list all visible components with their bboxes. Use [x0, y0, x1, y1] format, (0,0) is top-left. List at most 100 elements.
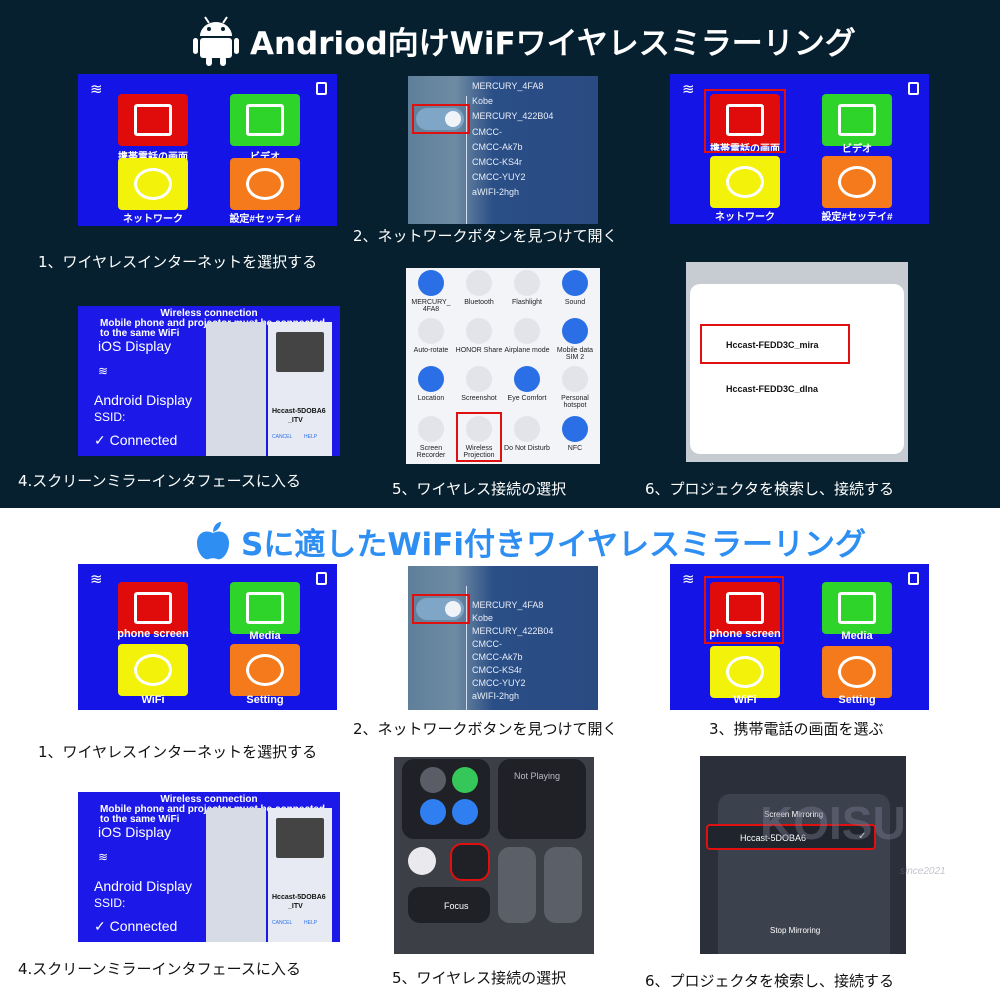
network-row: Kobe [472, 96, 494, 106]
help-label: HELP [304, 920, 318, 926]
setting-tile [822, 646, 892, 698]
ios-step6-screen-mirroring: Screen Mirroring Hccast-5DOBA6 ✓ Stop Mi… [700, 756, 906, 954]
qs-hotspot: Personal hotspot [550, 366, 600, 409]
wireless-title: Wireless connection [160, 794, 258, 805]
android-step2-caption: 2、ネットワークボタンを見つけて開く [353, 227, 618, 245]
screen-mirroring-icon [450, 843, 490, 881]
qs-location: Location [406, 366, 456, 402]
android-step5-caption: 5、ワイヤレス接続の選択 [392, 480, 567, 498]
tile-label: Media [249, 630, 281, 642]
network-tile [118, 158, 188, 210]
qs-nfc: NFC [550, 416, 600, 452]
android-step6-caption: 6、プロジェクタを検索し、接続する [645, 480, 894, 498]
android-step1-screen: ≋ 携帯電話の画面 ビデオ ネットワーク 設定#セッテイ# [78, 74, 337, 226]
qs-honor-share: HONOR Share [454, 318, 504, 354]
tile-label: 携帯電話の画面 [710, 144, 780, 155]
android-step5-quick-settings: MERCURY_ 4FA8 Bluetooth Flashlight Sound… [406, 268, 600, 464]
battery-icon [908, 572, 919, 585]
now-playing-block [498, 759, 586, 839]
play-icon [246, 104, 284, 136]
screen-mirroring-title: Screen Mirroring [764, 810, 824, 819]
play-icon [838, 592, 876, 624]
phone-screenshot [206, 808, 266, 942]
stop-mirroring: Stop Mirroring [770, 926, 821, 935]
ios-step5-caption: 5、ワイヤレス接続の選択 [392, 969, 567, 987]
android-display-label: Android Display [94, 878, 193, 894]
android-step2-wifi-list: MERCURY_4FA8 Kobe MERCURY_422B04 CMCC- C… [408, 76, 598, 224]
ios-step4-screen: Wireless connection Mobile phone and pro… [78, 792, 340, 942]
help-label: HELP [304, 434, 318, 440]
checkmark-icon: ✓ [858, 831, 867, 842]
qs-wifi: MERCURY_ 4FA8 [406, 270, 456, 313]
network-row: MERCURY_4FA8 [472, 81, 544, 91]
mirror-icon [726, 104, 764, 136]
network-row: CMCC-YUY2 [472, 172, 526, 182]
network-row: aWIFI-2hgh [472, 691, 520, 701]
cancel-label: CANCEL [272, 920, 293, 926]
connectivity-block [402, 759, 490, 839]
gear-icon [246, 168, 284, 200]
globe-icon [134, 168, 172, 200]
tile-label: WiFi [733, 694, 757, 706]
tile-label: WiFi [141, 694, 165, 706]
divider [466, 586, 467, 710]
focus-button [408, 887, 490, 923]
ssid-label: SSID: [94, 896, 126, 910]
android-heading: Andriod向けWiFワイヤレスミラーリング [192, 8, 856, 72]
selection-highlight [704, 576, 784, 644]
play-icon [838, 104, 876, 136]
wifi-toggle [416, 108, 464, 130]
volume-slider [544, 847, 582, 923]
ios-display-label: iOS Display [98, 824, 172, 840]
device-sheet [690, 284, 904, 454]
tile-label: Media [841, 630, 873, 642]
gear-icon [838, 656, 876, 688]
tile-label: Setting [838, 694, 876, 706]
wifi-toggle [416, 598, 464, 620]
mirroring-panel [718, 794, 890, 954]
wifi-icon: ≋ [682, 570, 695, 588]
tile-label: ビデオ [842, 144, 872, 155]
qs-autorotate: Auto-rotate [406, 318, 456, 354]
tile-label: ネットワーク [123, 214, 183, 225]
globe-icon [726, 656, 764, 688]
toggle-highlight [412, 594, 470, 624]
network-row: CMCC-KS4r [472, 665, 523, 675]
phone-screen-tile [118, 582, 188, 634]
android-display-label: Android Display [94, 392, 193, 408]
mirror-icon [134, 104, 172, 136]
ios-heading: Sに適したWiFi付きワイヤレスミラーリング [195, 512, 866, 570]
wireless-line2: to the same WiFi [100, 328, 180, 339]
ios-step2-caption: 2、ネットワークボタンを見つけて開く [353, 720, 618, 738]
ios-step5-control-center: Not Playing Focus [394, 757, 594, 954]
network-row: CMCC- [472, 127, 502, 137]
ios-step1-caption: 1、ワイヤレスインターネットを選択する [38, 743, 318, 761]
selection-highlight [704, 89, 786, 153]
play-icon [246, 592, 284, 624]
wifi-icon: ≋ [90, 570, 103, 588]
connected-text: Connected [109, 918, 178, 934]
wifi-icon: ≋ [682, 80, 695, 98]
tile-label: ネットワーク [715, 212, 775, 223]
globe-icon [134, 654, 172, 686]
wifi-icon: ≋ [90, 80, 103, 98]
qs-sound: Sound [550, 270, 600, 306]
tile-label: Setting [246, 694, 284, 706]
brightness-slider [498, 847, 536, 923]
media-tile [822, 582, 892, 634]
ios-display-label: iOS Display [98, 338, 172, 354]
video-tile [230, 94, 300, 146]
battery-icon [316, 572, 327, 585]
phone-screen-tile [118, 94, 188, 146]
qs-wireless-projection: Wireless Projection [454, 416, 504, 459]
selection-highlight [700, 324, 850, 364]
qs-mobile-data: Mobile data SIM 2 [550, 318, 600, 361]
wifi-tile [118, 644, 188, 696]
device-card-sub: _ITV [288, 903, 303, 910]
gear-icon [838, 166, 876, 198]
device-name: Hccast-5DOBA6 [740, 833, 807, 843]
setting-tile [230, 644, 300, 696]
qs-bluetooth: Bluetooth [454, 270, 504, 306]
network-row: MERCURY_4FA8 [472, 600, 544, 610]
